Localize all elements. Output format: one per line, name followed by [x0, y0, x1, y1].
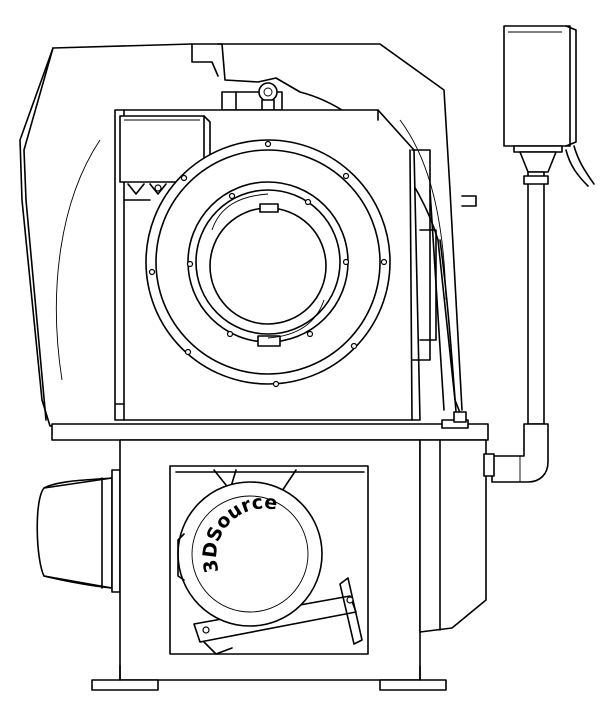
drive-motor: 3DSource: [177, 480, 323, 627]
head-bolts: [148, 140, 388, 388]
conduit-pipe: [483, 171, 549, 483]
electrical-box: [503, 25, 595, 187]
side-motor: [36, 469, 121, 593]
grinding-head: [145, 139, 391, 385]
base-feet: [91, 665, 447, 691]
